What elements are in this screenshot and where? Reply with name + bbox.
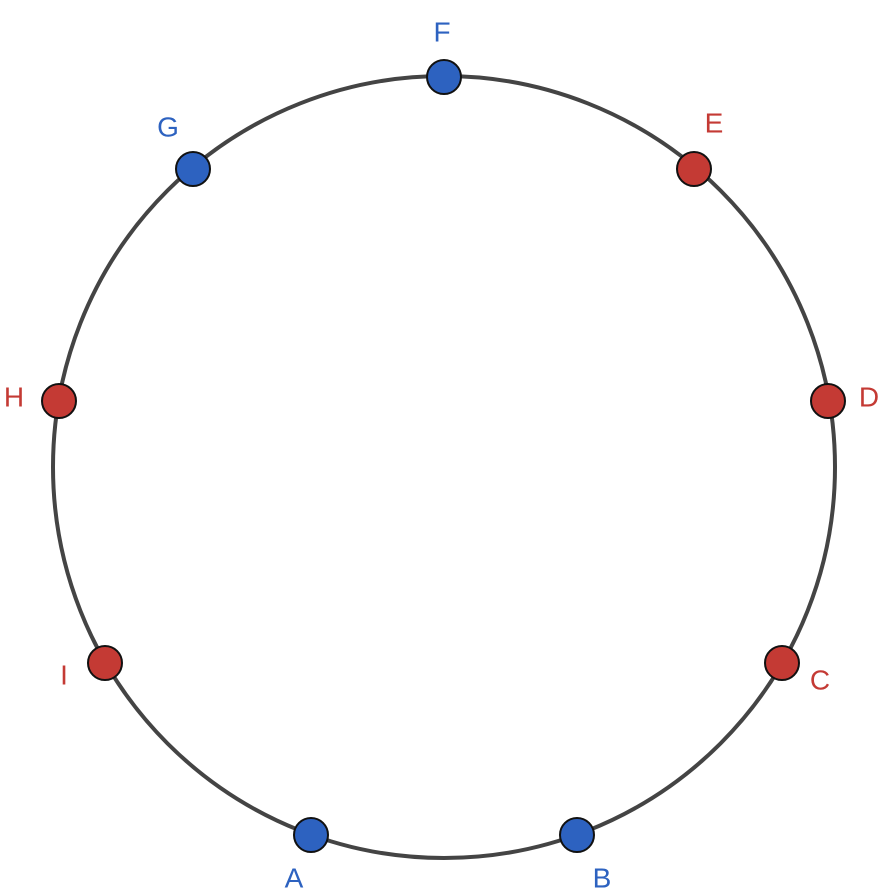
- point-i: [87, 645, 123, 681]
- ring: [51, 74, 837, 860]
- point-g: [175, 151, 211, 187]
- point-b: [559, 817, 595, 853]
- point-label-b: B: [593, 862, 612, 893]
- point-label-d: D: [859, 381, 879, 412]
- point-h: [41, 383, 77, 419]
- point-e: [676, 151, 712, 187]
- point-d: [810, 383, 846, 419]
- point-a: [293, 817, 329, 853]
- point-label-e: E: [705, 107, 724, 138]
- point-f: [426, 59, 462, 95]
- point-label-i: I: [60, 659, 68, 690]
- point-label-g: G: [157, 111, 179, 142]
- point-c: [764, 645, 800, 681]
- point-label-c: C: [810, 664, 830, 695]
- point-label-a: A: [285, 862, 304, 893]
- point-label-h: H: [4, 381, 24, 412]
- point-label-f: F: [433, 16, 450, 47]
